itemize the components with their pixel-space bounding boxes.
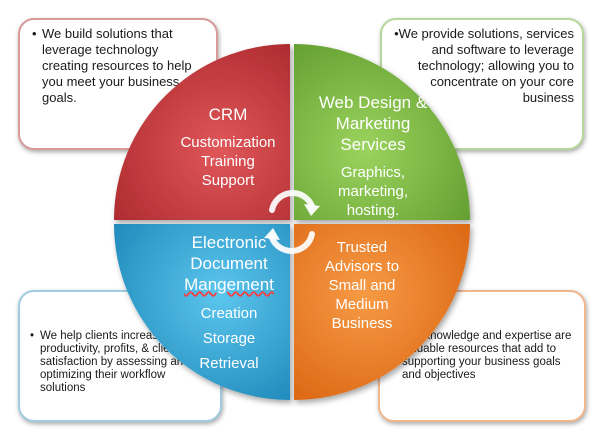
trusted-line: Business: [331, 315, 393, 332]
note-text-bottom-left: We help clients increase productivity, p…: [40, 330, 190, 394]
quadrant-web-design: [294, 44, 470, 220]
crm-lines: Customization Training Support: [168, 133, 288, 190]
crm-line: Customization: [180, 134, 276, 151]
note-text-bottom-right: Our knowledge and expertise are valuable…: [402, 330, 572, 381]
note-text: We provide solutions, services and softw…: [398, 26, 574, 105]
crm-line: Training: [201, 153, 255, 170]
trusted-line: Small and: [328, 277, 396, 294]
web-line: marketing,: [337, 183, 409, 200]
cycle-arrows-icon: [269, 190, 315, 254]
web-lines: Graphics, marketing, hosting.: [306, 163, 440, 220]
edm-text-block: Electronic Document Mangement Creation S…: [170, 232, 288, 376]
edm-title-line: Electronic: [191, 233, 267, 252]
edm-title-line: Mangement: [184, 275, 274, 294]
edm-line: Storage: [202, 330, 256, 347]
crm-text-block: CRM Customization Training Support: [168, 104, 288, 190]
note-text-top-left: We build solutions that leverage technol…: [42, 26, 192, 105]
web-title-line: Services: [340, 135, 406, 154]
web-title-line: Web Design &: [318, 93, 428, 112]
trusted-line: Advisors to: [324, 258, 400, 275]
trusted-lines: Trusted Advisors to Small and Medium Bus…: [306, 238, 418, 333]
web-line: Graphics,: [340, 164, 406, 181]
web-line: hosting.: [346, 202, 400, 219]
quadrant-edm: [114, 224, 290, 400]
bullet: •: [394, 26, 399, 41]
cycle-arrow-heads: [264, 204, 320, 240]
crm-title: CRM: [208, 105, 248, 124]
trusted-text-block: Trusted Advisors to Small and Medium Bus…: [306, 238, 418, 333]
web-title: Web Design & Marketing Services: [306, 92, 440, 155]
web-text-block: Web Design & Marketing Services Graphics…: [306, 92, 440, 220]
edm-line: Creation: [200, 305, 258, 322]
web-title-line: Marketing: [335, 114, 411, 133]
quadrant-crm: [114, 44, 290, 220]
trusted-line: Trusted: [336, 239, 388, 256]
crm-line: Support: [201, 172, 255, 189]
bullet: •: [32, 26, 37, 41]
edm-title-line: Document: [190, 254, 268, 273]
bullet: •: [30, 330, 35, 342]
edm-lines: Creation Storage Retrieval: [170, 301, 288, 376]
edm-title: Electronic Document Mangement: [170, 232, 288, 295]
note-text-top-right: •We provide solutions, services and soft…: [392, 26, 574, 106]
quadrant-trusted-advisors: [294, 224, 470, 400]
trusted-line: Medium: [335, 296, 389, 313]
edm-line: Retrieval: [199, 355, 259, 372]
